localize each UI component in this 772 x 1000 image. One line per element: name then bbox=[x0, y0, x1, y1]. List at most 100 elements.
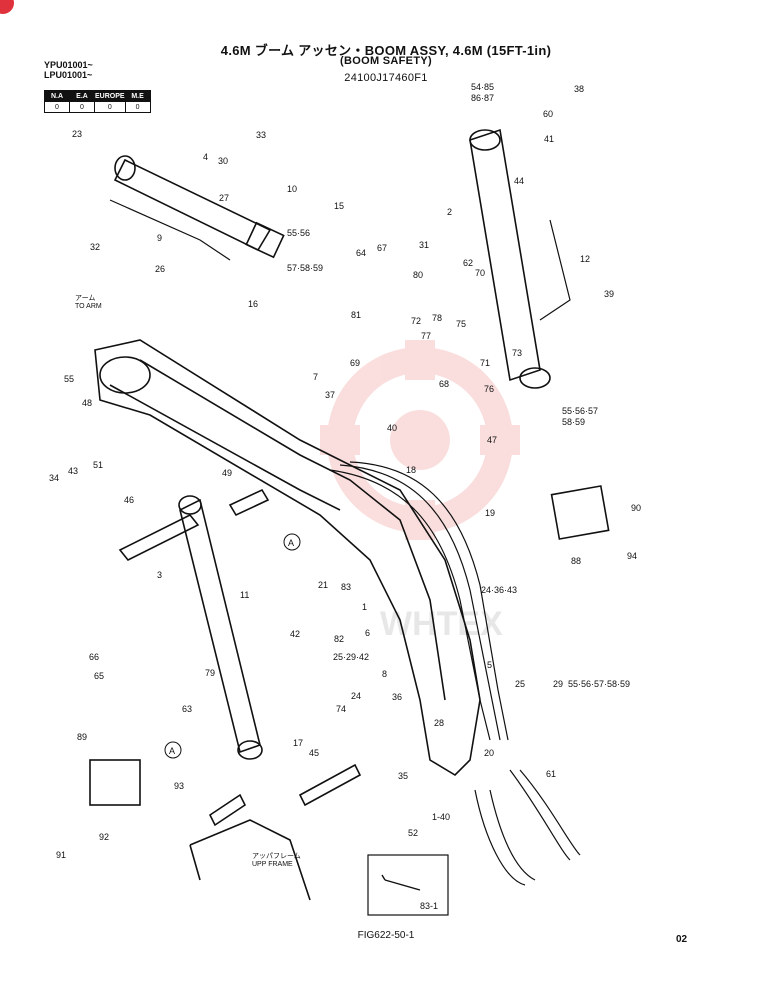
part-callout: 47 bbox=[487, 435, 497, 445]
part-callout: 4 bbox=[203, 152, 208, 162]
to-arm-label: アーム TO ARM bbox=[75, 294, 102, 310]
part-callout: 67 bbox=[377, 243, 387, 253]
part-number: 24100J17460F1 bbox=[344, 72, 428, 84]
part-callout: 41 bbox=[544, 134, 554, 144]
part-callout: 29 bbox=[553, 679, 563, 689]
part-callout: 69 bbox=[350, 358, 360, 368]
part-callout: 81 bbox=[351, 310, 361, 320]
part-callout: 83-1 bbox=[420, 901, 438, 911]
part-callout: 64 bbox=[356, 248, 366, 258]
part-callout: 55·56·57·58·59 bbox=[568, 679, 630, 689]
part-callout: 5 bbox=[487, 660, 492, 670]
part-callout: 36 bbox=[392, 692, 402, 702]
part-callout: 30 bbox=[218, 156, 228, 166]
part-callout: 46 bbox=[124, 495, 134, 505]
part-callout: 11 bbox=[240, 590, 249, 600]
part-callout: 28 bbox=[434, 718, 444, 728]
part-callout: 23 bbox=[72, 129, 82, 139]
part-callout: 55·56 bbox=[287, 228, 310, 238]
part-callout: 10 bbox=[287, 184, 297, 194]
part-callout: 93 bbox=[174, 781, 184, 791]
part-callout: 73 bbox=[512, 348, 522, 358]
part-callout: 32 bbox=[90, 242, 100, 252]
part-callout: 70 bbox=[475, 268, 485, 278]
part-callout: 24·36·43 bbox=[481, 585, 517, 595]
part-callout: 9 bbox=[157, 233, 162, 243]
part-callouts: 11-402345678910111215161718192021232424·… bbox=[49, 82, 641, 911]
part-callout: 6 bbox=[365, 628, 370, 638]
serial-range-1: YPU01001~ bbox=[44, 60, 93, 70]
part-callout: 90 bbox=[631, 503, 641, 513]
part-callout: 79 bbox=[205, 668, 215, 678]
part-callout: 86·87 bbox=[471, 93, 494, 103]
serial-range-2: LPU01001~ bbox=[44, 70, 93, 80]
part-callout: 7 bbox=[313, 372, 318, 382]
part-callout: 77 bbox=[421, 331, 431, 341]
part-callout: 92 bbox=[99, 832, 109, 842]
part-callout: 33 bbox=[256, 130, 266, 140]
part-callout: 76 bbox=[484, 384, 494, 394]
part-callout: 72 bbox=[411, 316, 421, 326]
part-callout: 83 bbox=[341, 582, 351, 592]
part-callout: 68 bbox=[439, 379, 449, 389]
part-callout: 58·59 bbox=[562, 417, 585, 427]
part-callout: 89 bbox=[77, 732, 87, 742]
to-arm-label-en: TO ARM bbox=[75, 303, 102, 310]
part-callout: 1 bbox=[362, 602, 367, 612]
part-callout: 82 bbox=[334, 634, 344, 644]
part-callout: 51 bbox=[93, 460, 103, 470]
part-callout: 66 bbox=[89, 652, 99, 662]
part-callout: 55 bbox=[64, 374, 74, 384]
part-callout: 35 bbox=[398, 771, 408, 781]
part-callout: 25·29·42 bbox=[333, 652, 369, 662]
part-callout: 25 bbox=[515, 679, 525, 689]
part-callout: 91 bbox=[56, 850, 66, 860]
part-callout: 63 bbox=[182, 704, 192, 714]
part-callout: 40 bbox=[387, 423, 397, 433]
detail-marker-label: A bbox=[169, 746, 175, 756]
detail-marker-a-upper: A bbox=[283, 533, 301, 551]
page-subtitle: (BOOM SAFETY) bbox=[340, 55, 432, 67]
region-value: 0 bbox=[124, 101, 151, 113]
part-callout: 17 bbox=[293, 738, 303, 748]
part-callout: 38 bbox=[574, 84, 584, 94]
part-callout: 19 bbox=[485, 508, 495, 518]
part-callout: 52 bbox=[408, 828, 418, 838]
part-callout: 49 bbox=[222, 468, 232, 478]
part-callout: 24 bbox=[351, 691, 361, 701]
upper-frame-label-en: UPP FRAME bbox=[252, 861, 293, 868]
part-callout: 1-40 bbox=[432, 812, 450, 822]
part-callout: 94 bbox=[627, 551, 637, 561]
part-callout: 45 bbox=[309, 748, 319, 758]
region-table: N.A E.A EUROPE M.E 0 0 0 0 bbox=[44, 90, 151, 113]
part-callout: 43 bbox=[68, 466, 78, 476]
part-callout: 61 bbox=[546, 769, 556, 779]
part-callout: 39 bbox=[604, 289, 614, 299]
part-callout: 12 bbox=[580, 254, 590, 264]
figure-number: FIG622-50-1 bbox=[357, 930, 415, 941]
page-number: 02 bbox=[676, 934, 688, 945]
detail-marker-label: A bbox=[288, 538, 294, 548]
part-callout: 62 bbox=[463, 258, 473, 268]
part-callout: 55·56·57 bbox=[562, 406, 598, 416]
part-callout: 31 bbox=[419, 240, 429, 250]
part-callout: 74 bbox=[336, 704, 346, 714]
region-value: 0 bbox=[44, 101, 70, 113]
page-title: 4.6M ブーム アッセン・BOOM ASSY, 4.6M (15FT-1in) bbox=[220, 43, 552, 58]
part-callout: 48 bbox=[82, 398, 92, 408]
upper-frame-label-jp: アッパフレーム bbox=[252, 852, 301, 860]
region-value: 0 bbox=[69, 101, 95, 113]
part-callout: 20 bbox=[484, 748, 494, 758]
part-callout: 2 bbox=[447, 207, 452, 217]
part-callout: 34 bbox=[49, 473, 59, 483]
part-callout: 88 bbox=[571, 556, 581, 566]
part-callout: 78 bbox=[432, 313, 442, 323]
boom-linework bbox=[89, 128, 610, 916]
part-callout: 15 bbox=[334, 201, 344, 211]
part-callout: 18 bbox=[406, 465, 416, 475]
part-callout: 27 bbox=[219, 193, 229, 203]
part-callout: 3 bbox=[157, 570, 162, 580]
part-callout: 42 bbox=[290, 629, 300, 639]
part-callout: 75 bbox=[456, 319, 466, 329]
